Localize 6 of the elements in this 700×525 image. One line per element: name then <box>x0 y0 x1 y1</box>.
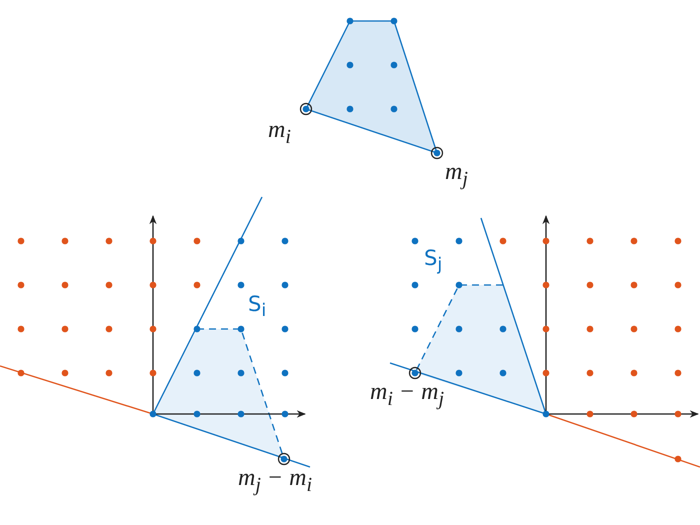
math-label: S$_{j}$ <box>424 248 442 275</box>
math-label: m$_{i}$ − m$_{j}$ <box>370 380 444 409</box>
math-label: m$_{j}$ <box>445 160 468 189</box>
math-label: m$_{i}$ <box>268 118 291 147</box>
math-label: m$_{j}$ − m$_{i}$ <box>238 466 312 495</box>
math-label: S$_{i}$ <box>248 294 266 321</box>
